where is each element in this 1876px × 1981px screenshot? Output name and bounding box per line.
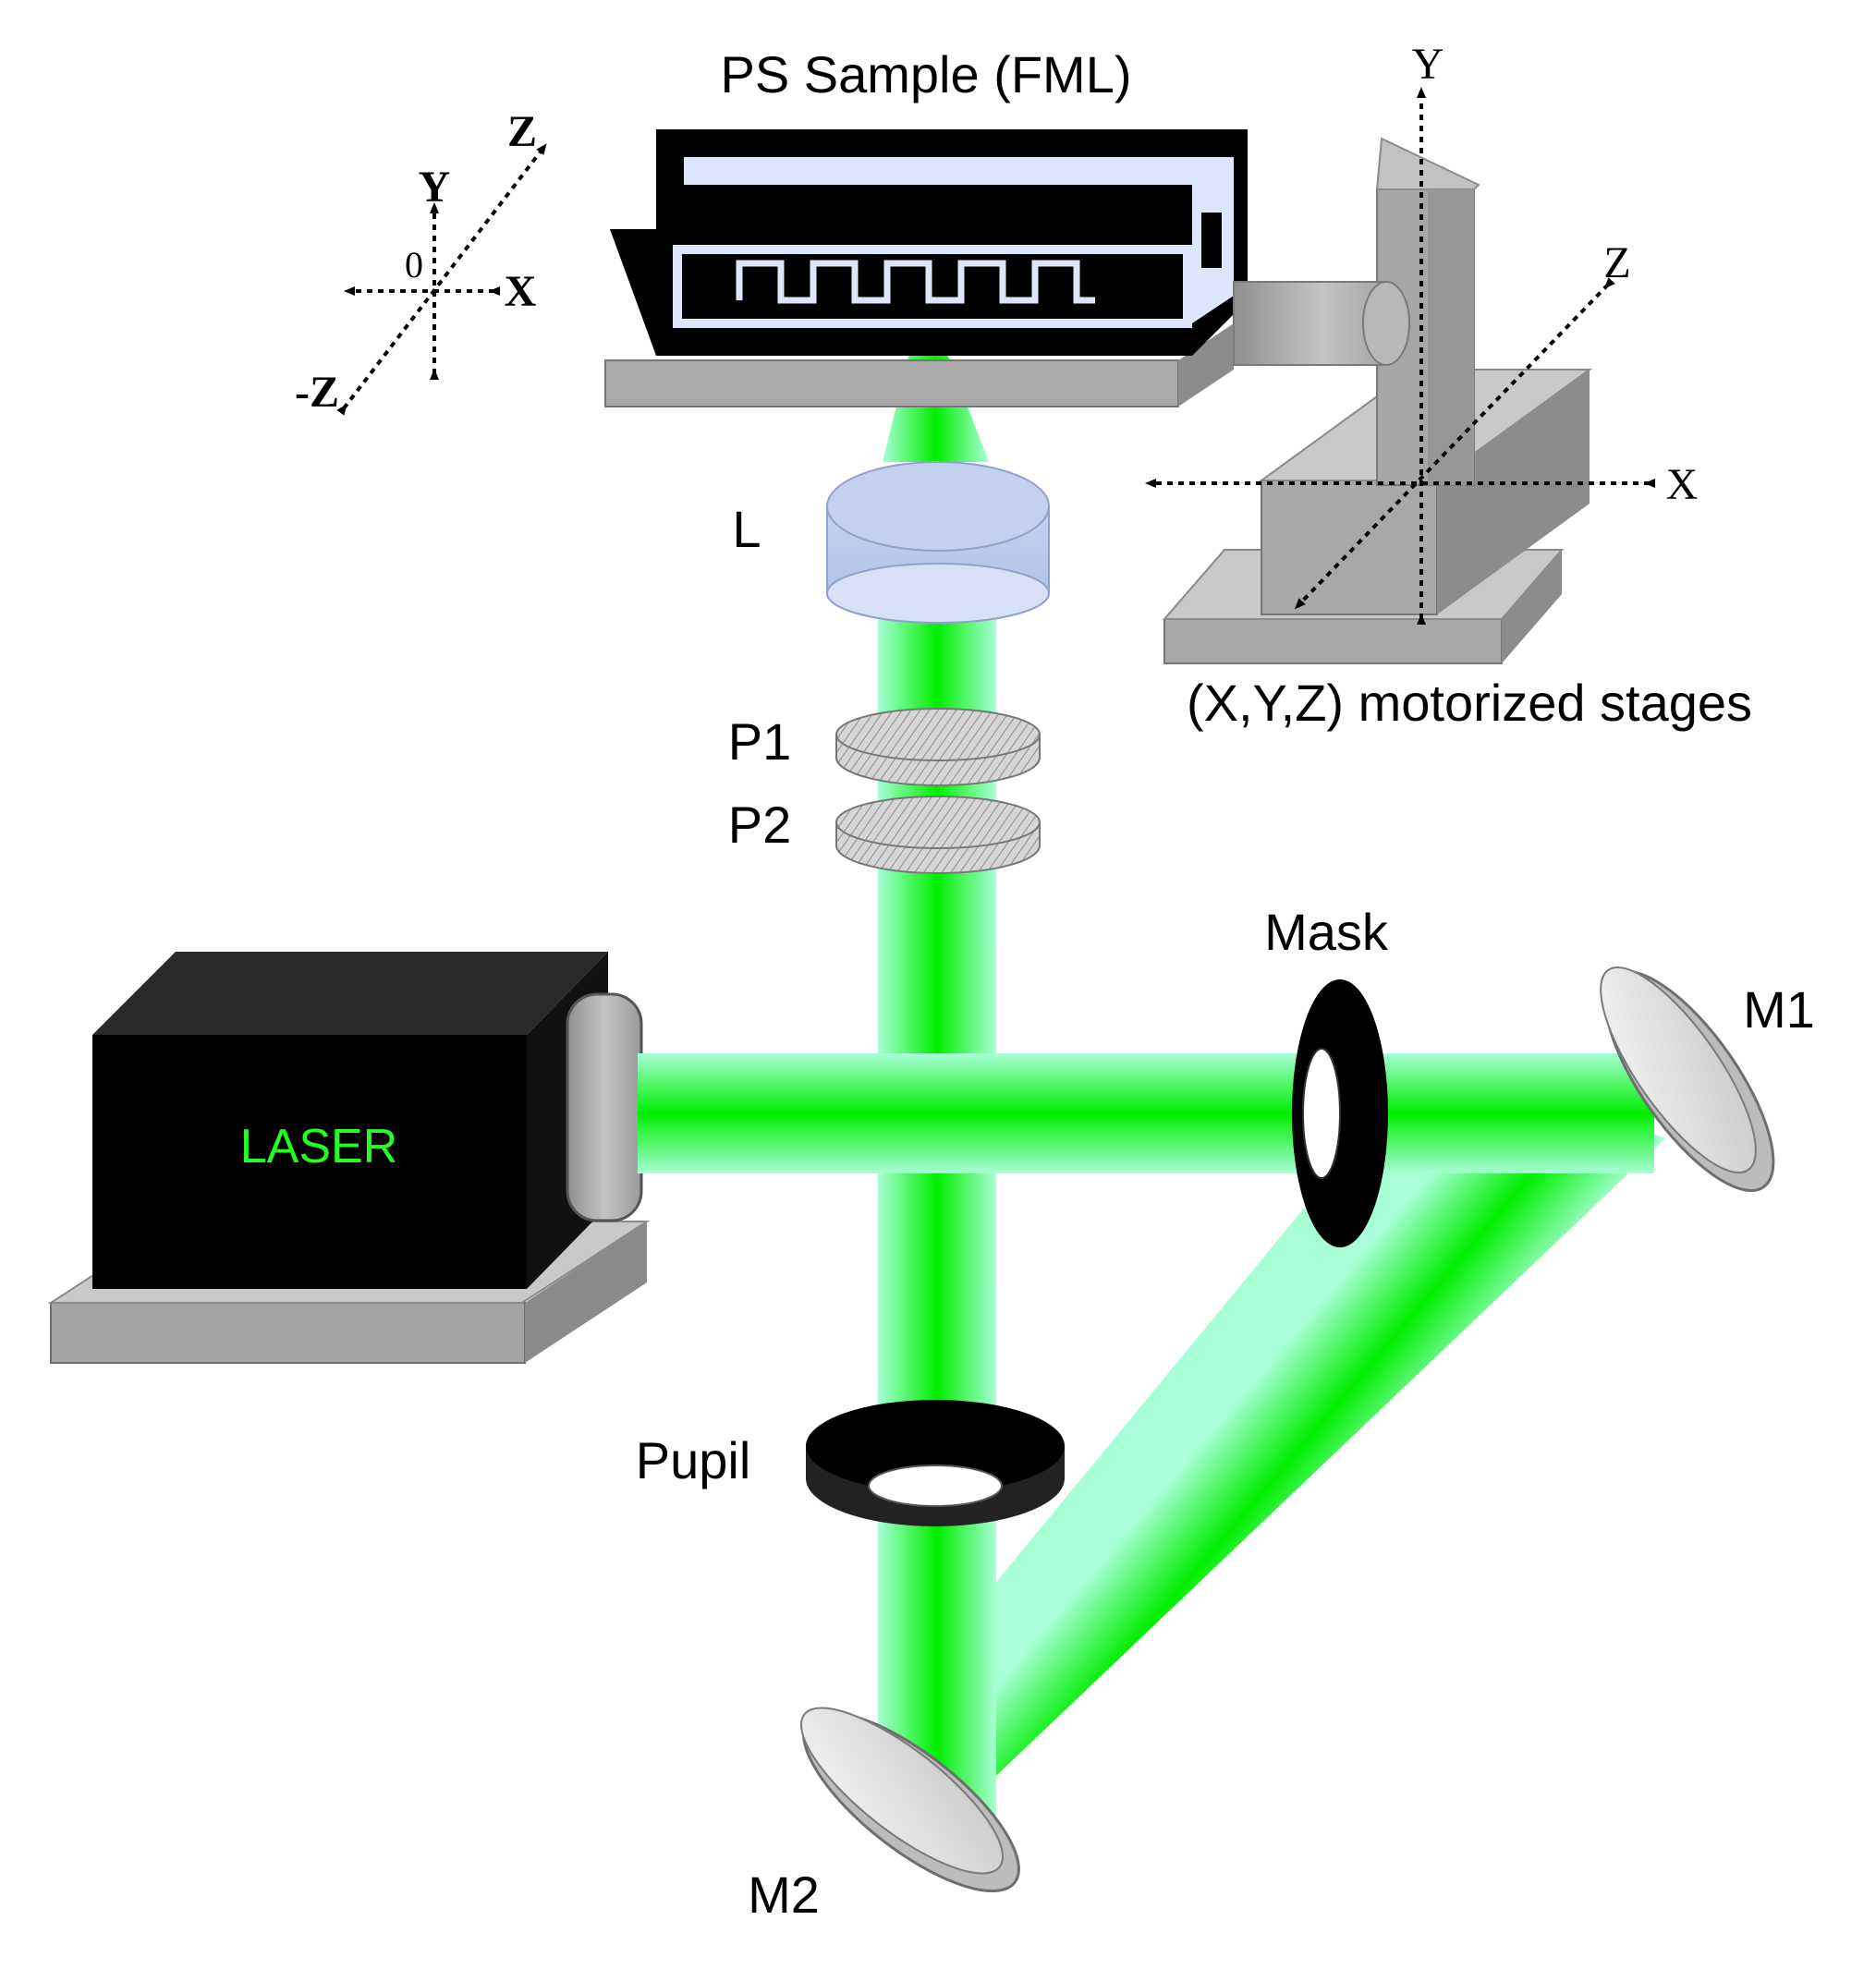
laser-box-front xyxy=(92,1035,527,1289)
pupil-label: Pupil xyxy=(636,1431,751,1489)
sample-holder: PS Sample (FML) xyxy=(604,45,1248,407)
reference-axes: Y Z 0 X -Z xyxy=(295,107,547,417)
sample-base-side xyxy=(1178,323,1234,407)
stage-bottom-front xyxy=(1163,618,1503,664)
polarizer-p1-label: P1 xyxy=(728,712,792,771)
objective-lens: L xyxy=(732,461,1050,624)
sample-side-slot xyxy=(1201,213,1222,268)
pupil-top xyxy=(806,1400,1065,1492)
laser-aperture xyxy=(566,992,643,1222)
laser-unit: LASER xyxy=(47,952,651,1364)
mask-hole xyxy=(1302,1048,1341,1179)
sample-label: PS Sample (FML) xyxy=(721,45,1132,103)
polarizer-p2: P2 xyxy=(728,796,1041,874)
polarizer-p1-top xyxy=(835,708,1041,761)
mirror-m1: M1 xyxy=(1600,966,1815,1192)
stage-y-label: Y xyxy=(1412,40,1444,89)
laser-base xyxy=(50,1302,526,1364)
mirror-m1-label: M1 xyxy=(1743,980,1815,1039)
laser-box-top xyxy=(92,952,608,1035)
mask-element: Mask xyxy=(1264,903,1389,1247)
pupil-hole xyxy=(868,1464,1003,1507)
polarizer-p2-top xyxy=(835,796,1041,849)
mirror-m2: M2 xyxy=(748,1707,1020,1924)
stage-axes xyxy=(1145,87,1655,625)
stage-z-label: Z xyxy=(1603,238,1630,287)
mirror-m2-label: M2 xyxy=(748,1866,820,1924)
ref-y-label: Y xyxy=(419,163,451,212)
stage-z-axis xyxy=(1294,277,1615,610)
ref-x-label: X xyxy=(505,267,537,316)
mask-label: Mask xyxy=(1264,903,1389,961)
stages-label: (X,Y,Z) motorized stages xyxy=(1187,674,1752,732)
lens-bottom xyxy=(826,563,1050,624)
stage-x-label: X xyxy=(1666,460,1699,509)
mirror-m1-surface xyxy=(1600,966,1757,1174)
mirror-m2-surface xyxy=(799,1707,1005,1875)
polarizer-p1: P1 xyxy=(728,708,1041,786)
motorized-stages: Y X Z (X,Y,Z) motorized stages xyxy=(1145,40,1752,732)
stage-column-shade xyxy=(1428,189,1474,485)
lens-top xyxy=(826,461,1050,552)
ref-origin-label: 0 xyxy=(405,244,423,286)
stage-column-top xyxy=(1375,137,1480,190)
laser-base-side xyxy=(525,1221,647,1363)
sample-base xyxy=(604,359,1179,407)
polarizer-p2-label: P2 xyxy=(728,796,792,854)
ref-z-label: Z xyxy=(507,107,537,156)
stage-arm-end xyxy=(1362,281,1410,366)
lens-label: L xyxy=(732,500,761,558)
sample-top-panel xyxy=(684,157,1234,185)
beam-horizontal-laser-to-m1 xyxy=(638,1053,1654,1173)
pupil-element: Pupil xyxy=(636,1400,1065,1526)
stage-middle-front xyxy=(1261,480,1438,615)
fml-waveguide-pattern xyxy=(736,260,1095,304)
laser-label: LASER xyxy=(240,1120,398,1173)
beam-diagonal-m1-m2 xyxy=(876,1058,1665,1809)
ref-neg-z-label: -Z xyxy=(295,368,339,417)
